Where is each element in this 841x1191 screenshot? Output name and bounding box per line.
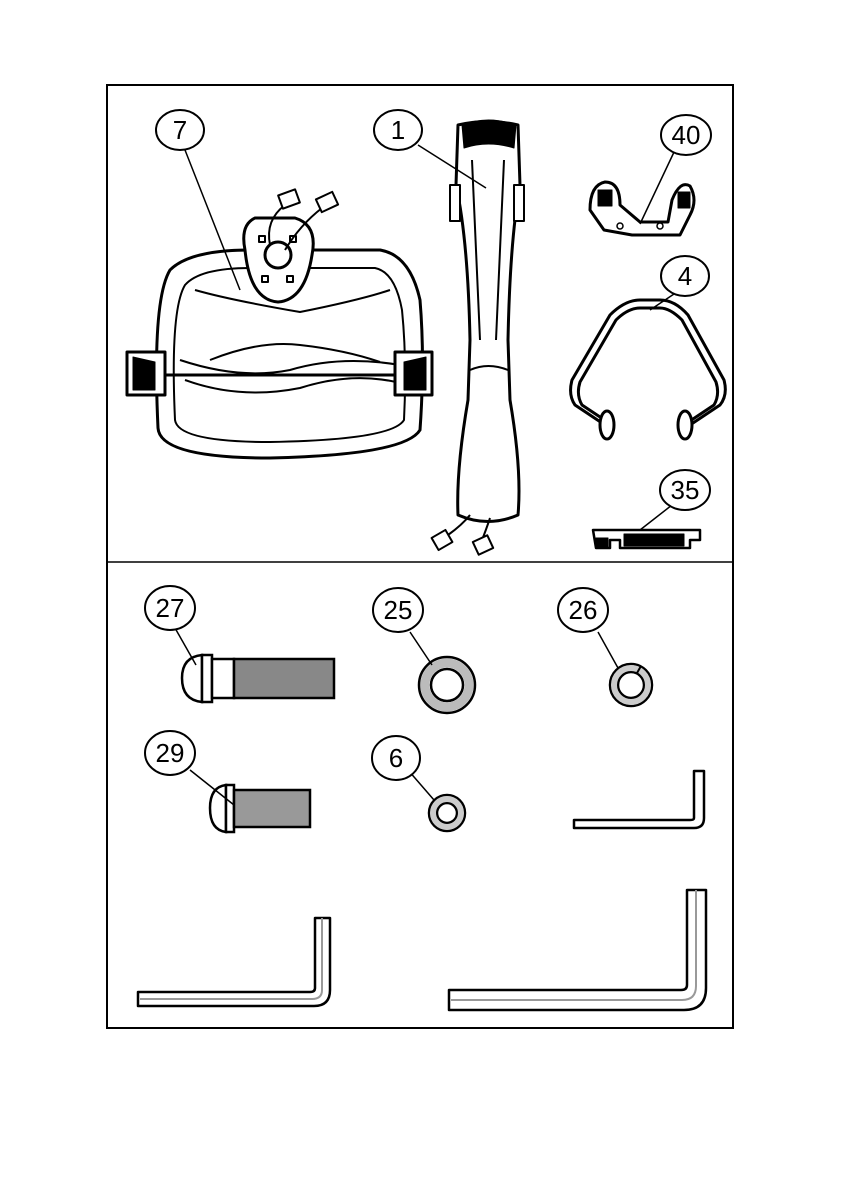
post-part-icon <box>432 120 524 555</box>
part-number-26: 26 <box>569 595 598 625</box>
washer-icon <box>429 795 465 831</box>
bolt-icon <box>210 785 310 832</box>
callout-1: 1 <box>374 110 422 150</box>
part-number-27: 27 <box>156 593 185 623</box>
bolt-icon <box>182 655 334 702</box>
part-number-4: 4 <box>678 261 692 291</box>
callout-6: 6 <box>372 736 420 780</box>
callout-35: 35 <box>660 470 710 510</box>
callout-26: 26 <box>558 588 608 632</box>
hex-key-icon <box>574 771 704 828</box>
part-number-6: 6 <box>389 743 403 773</box>
callout-7: 7 <box>156 110 204 150</box>
handlebar-part-icon <box>571 300 726 439</box>
part-number-35: 35 <box>671 475 700 505</box>
sensor-part-icon <box>593 530 700 548</box>
seat-part-icon <box>127 189 432 458</box>
part-number-29: 29 <box>156 738 185 768</box>
callout-25: 25 <box>373 588 423 632</box>
bracket-part-icon <box>590 182 694 235</box>
callout-27: 27 <box>145 586 195 630</box>
washer-icon <box>419 657 475 713</box>
callout-4: 4 <box>661 256 709 296</box>
part-number-40: 40 <box>672 120 701 150</box>
callout-40: 40 <box>661 115 711 155</box>
callout-29: 29 <box>145 731 195 775</box>
hex-key-icon <box>449 890 706 1010</box>
hex-key-icon <box>138 918 330 1006</box>
spring-washer-icon <box>610 664 652 706</box>
part-number-1: 1 <box>391 115 405 145</box>
part-number-7: 7 <box>173 115 187 145</box>
part-number-25: 25 <box>384 595 413 625</box>
